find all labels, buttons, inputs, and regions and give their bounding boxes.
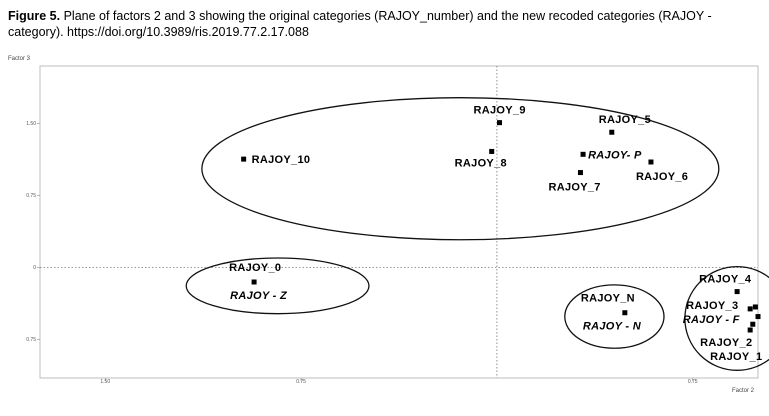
point-marker (251, 279, 257, 285)
point-label: RAJOY_10 (252, 154, 311, 166)
point-label: RAJOY_6 (636, 171, 688, 183)
point-label: RAJOY_0 (229, 262, 281, 274)
point-marker (241, 156, 247, 162)
point-label: RAJOY - Z (230, 290, 288, 302)
ellipse-group-p (201, 97, 720, 241)
point-marker (752, 304, 758, 310)
figure-caption: Figure 5. Plane of factors 2 and 3 showi… (8, 8, 760, 40)
point-label: RAJOY_N (581, 293, 635, 305)
point-marker (497, 120, 503, 126)
point-marker (489, 148, 495, 154)
point-marker (747, 306, 753, 312)
point-marker (622, 310, 628, 316)
figure-caption-text: Plane of factors 2 and 3 showing the ori… (8, 9, 712, 39)
point-label: RAJOY_9 (474, 105, 526, 117)
y-tick-label: 0 (33, 265, 36, 271)
y-tick-label: 0.75 (26, 337, 36, 343)
group-ellipses (185, 97, 769, 371)
x-tick-label: 0.75 (296, 379, 306, 385)
ellipse-group-n (564, 284, 665, 349)
point-label: RAJOY - N (583, 321, 642, 333)
point-marker (755, 314, 761, 320)
point-label: RAJOY_7 (548, 182, 600, 194)
ellipse-group-f (684, 266, 769, 371)
x-tick-label: 1.50 (100, 379, 110, 385)
point-marker (750, 321, 756, 327)
x-tick-label: 0.75 (688, 379, 698, 385)
y-tick-label: 0.75 (26, 193, 36, 199)
point-marker (577, 170, 583, 176)
figure-label: Figure 5. (8, 9, 61, 23)
point-label: RAJOY- P (588, 149, 642, 161)
y-axis-title: Factor 3 (8, 56, 31, 62)
point-label: RAJOY_5 (599, 114, 651, 126)
ellipse-group-z (185, 257, 370, 315)
point-label: RAJOY_8 (455, 157, 507, 169)
plot-border (39, 65, 759, 379)
y-tick-label: 1.50 (26, 121, 36, 127)
point-label: RAJOY_2 (700, 337, 752, 349)
plot-frame (39, 65, 759, 379)
point-marker (747, 327, 753, 333)
point-marker (734, 289, 740, 295)
point-label: RAJOY_3 (686, 300, 738, 312)
point-label: RAJOY_1 (710, 351, 762, 363)
x-axis-title: Factor 2 (732, 388, 755, 394)
point-marker (648, 159, 654, 165)
point-label: RAJOY_4 (699, 274, 752, 286)
point-marker (609, 129, 615, 135)
point-label: RAJOY - F (683, 314, 740, 326)
axes: Factor 3 Factor 2 1.50 0.75 0.75 1.50 0.75 0 0.7… (8, 56, 755, 394)
point-marker (580, 151, 586, 157)
